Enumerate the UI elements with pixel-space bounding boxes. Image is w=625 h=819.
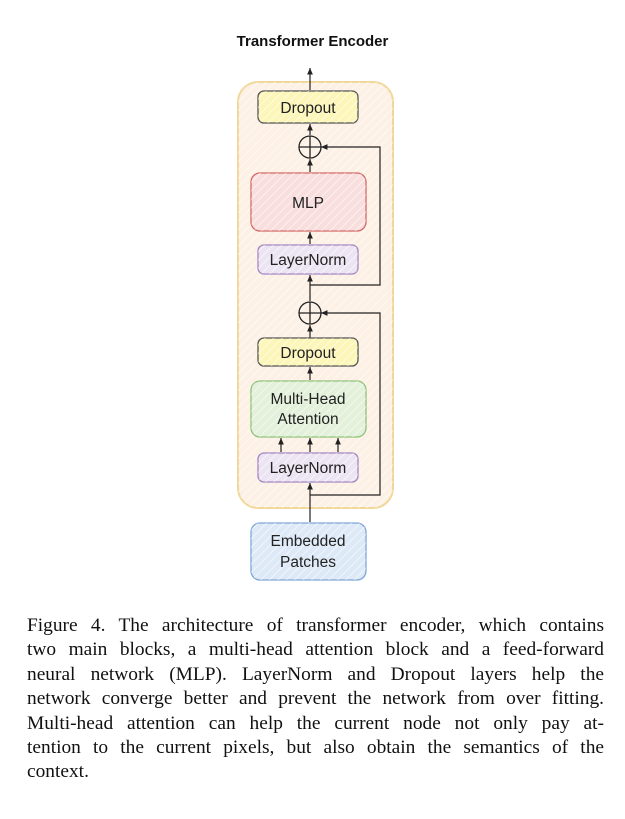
add-icon [298,135,322,159]
embedded-patches-block: Embedded Patches [250,522,367,581]
figure-caption: Figure 4. The architecture of transforme… [27,614,604,785]
caption-line: context. [27,761,89,783]
caption-line: tention to the current pixels, but also … [27,736,604,758]
layernorm-top-label: LayerNorm [270,252,347,269]
residual-connections [310,144,381,496]
transformer-encoder-figure: Transformer Encoder [236,33,394,581]
caption-line: network converge better and prevent the … [27,688,604,710]
caption-line: neural network (MLP). LayerNorm and Drop… [27,663,604,685]
add-icon [298,301,322,325]
mha-label-line2: Attention [277,411,338,428]
layernorm-block-bottom: LayerNorm [257,452,359,483]
residual-line-bottom [310,310,381,496]
dropout-top-label: Dropout [280,100,336,117]
embedded-label-line2: Patches [280,554,336,571]
encoder-diagram: Dropout MLP LayerNorm [237,68,394,581]
dropout-block-bottom: Dropout [257,337,359,367]
caption-line: Figure 4. The architecture of transforme… [27,615,604,636]
embedded-label-line1: Embedded [271,533,346,550]
layernorm-block-top: LayerNorm [257,244,359,275]
multi-head-attention-block: Multi-Head Attention [250,380,367,438]
mha-label-line1: Multi-Head [271,391,346,408]
caption-line: Multi-head attention can help the curren… [27,712,604,734]
dropout-bottom-label: Dropout [280,345,336,362]
caption-line: two main blocks, a multi-head attention … [27,639,604,661]
mlp-block: MLP [250,172,367,232]
flow-arrows [278,68,341,522]
residual-line-top [310,144,381,286]
encoder-container [237,81,394,509]
dropout-block-top: Dropout [257,90,359,124]
mlp-label: MLP [292,195,324,212]
layernorm-bottom-label: LayerNorm [270,460,347,477]
figure-title: Transformer Encoder [236,33,389,50]
